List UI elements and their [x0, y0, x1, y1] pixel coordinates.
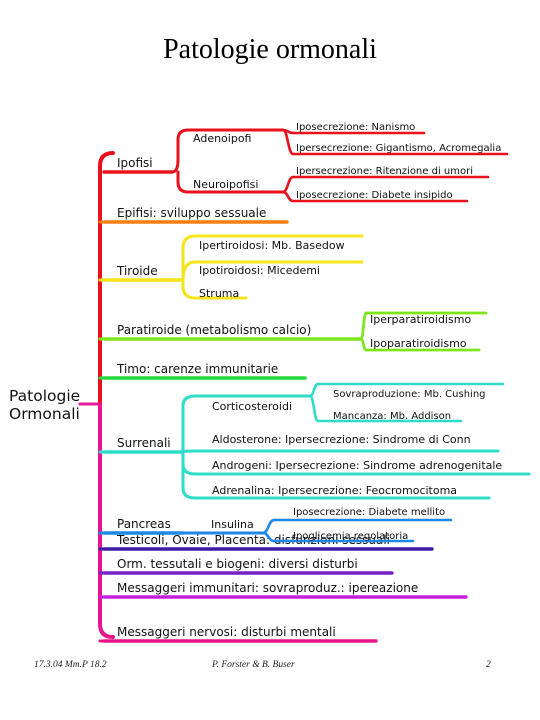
paratiroide-connector: [359, 311, 368, 341]
sub-label-neuroipofisi: Neuroipofisi: [193, 178, 258, 191]
tiroide-leaf-label: Ipotiroidosi: Micedemi: [199, 264, 320, 277]
insulina-leaf-label: Iposecrezione: Diabete mellito: [293, 507, 445, 518]
leaf-label: Ipersecrezione: Ritenzione di umori: [296, 166, 473, 177]
paratiroide-leaf-label: Iperparatiroidismo: [370, 313, 471, 326]
sub-label-adenoipofi: Adenoipofi: [193, 132, 251, 145]
footer-authors: P. Forster & B. Buser: [212, 660, 295, 670]
surrenali-corticosteroidi: [181, 394, 312, 454]
corticosteroidi-connector: [308, 382, 320, 398]
tiroide-child-1: [181, 234, 364, 282]
branch-label: Testicoli, Ovaie, Placenta: disfunzioni …: [116, 533, 390, 547]
tiroide-leaf-label: Struma: [199, 287, 239, 300]
leaf-label: Iposecrezione: Nanismo: [296, 122, 415, 133]
surrenali-aldosterone: [181, 449, 500, 454]
page-title: Patologie ormonali: [163, 34, 377, 65]
footer-date: 17.3.04 Mm.P 18.2: [34, 660, 107, 670]
tiroide-child-3: [181, 278, 248, 300]
branch-label: Messaggeri immunitari: sovraproduz.: ipe…: [117, 581, 418, 595]
surrenali-leaf-label: Adrenalina: Ipersecrezione: Feocromocito…: [212, 484, 457, 497]
branch-label: Pancreas: [117, 517, 171, 531]
root-label-line-1: Patologie: [9, 387, 80, 405]
surrenali-leaf-label: Androgeni: Ipersecrezione: Sindrome adre…: [212, 459, 502, 472]
leaf-label: Iposecrezione: Diabete insipido: [296, 190, 453, 201]
spine-lower: [98, 402, 115, 639]
branch-label: Epifisi: sviluppo sessuale: [117, 206, 266, 220]
insulina-connector: [261, 518, 276, 535]
leaf-connector: [281, 190, 295, 203]
surrenali-sub-label: Corticosteroidi: [212, 400, 292, 413]
corticosteroidi-leaf-label: Sovraproduzione: Mb. Cushing: [333, 389, 486, 400]
leaf-connector: [281, 175, 295, 194]
root-label-line-2: Ormonali: [9, 405, 80, 423]
surrenali-leaf-label: Aldosterone: Ipersecrezione: Sindrome di…: [212, 433, 471, 446]
paratiroide-connector: [359, 337, 368, 352]
sub-branch-neuroipofisi: [176, 170, 285, 194]
leaf-connector: [281, 128, 295, 156]
branch-label: Timo: carenze immunitarie: [116, 362, 278, 376]
pancreas-sub-label: Insulina: [211, 518, 254, 531]
branch-label: Surrenali: [117, 436, 171, 450]
paratiroide-leaf-label: Ipoparatiroidismo: [370, 337, 467, 350]
tiroide-child-2: [181, 260, 364, 282]
corticosteroidi-leaf-label: Mancanza: Mb. Addison: [333, 411, 451, 422]
corticosteroidi-connector: [308, 394, 320, 423]
branch-label: Messaggeri nervosi: disturbi mentali: [117, 625, 336, 639]
branch-label: Paratiroide (metabolismo calcio): [117, 323, 311, 337]
insulina-leaf-label: Ipoglicemia regolatoria: [293, 531, 408, 542]
branch-label: Tiroide: [116, 264, 158, 278]
surrenali-adrenalina: [181, 450, 491, 500]
footer-page-number: 2: [486, 660, 491, 670]
spine-upper: [98, 151, 115, 406]
sub-branch-adenoipofi: [170, 128, 285, 174]
branch-label: Ipofisi: [117, 156, 153, 170]
tiroide-leaf-label: Ipertiroidosi: Mb. Basedow: [199, 239, 345, 252]
leaf-label: Ipersecrezione: Gigantismo, Acromegalia: [296, 143, 501, 154]
branch-label: Orm. tessutali e biogeni: diversi distur…: [117, 557, 358, 571]
